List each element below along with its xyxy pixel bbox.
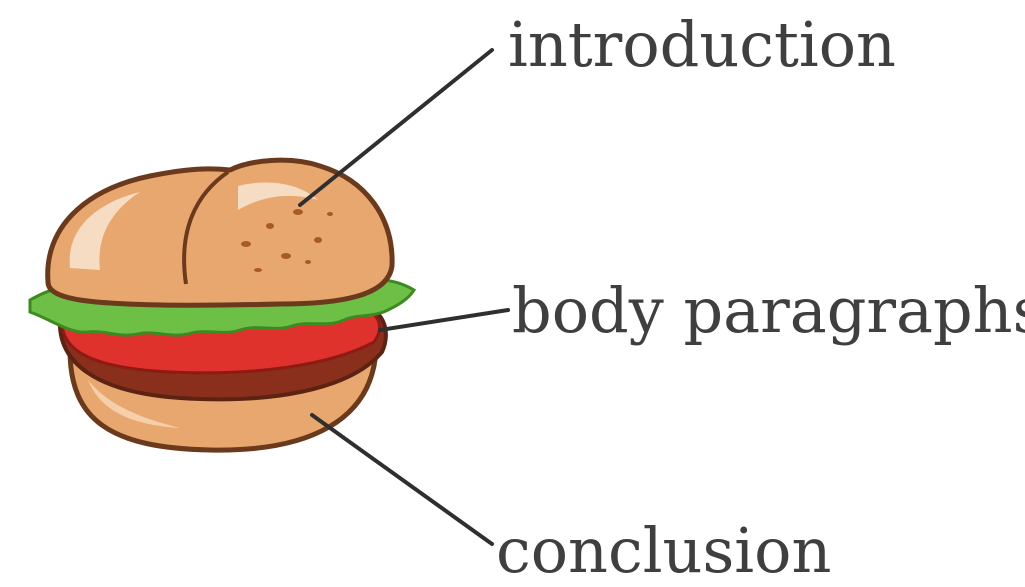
body-leader-line <box>380 310 508 330</box>
hamburger-illustration <box>30 160 414 450</box>
conclusion-leader-line <box>312 415 492 544</box>
introduction-label: introduction <box>508 8 896 81</box>
body-paragraphs-label: body paragraphs <box>512 274 1025 347</box>
conclusion-label: conclusion <box>496 514 831 587</box>
introduction-leader-line <box>300 50 492 205</box>
